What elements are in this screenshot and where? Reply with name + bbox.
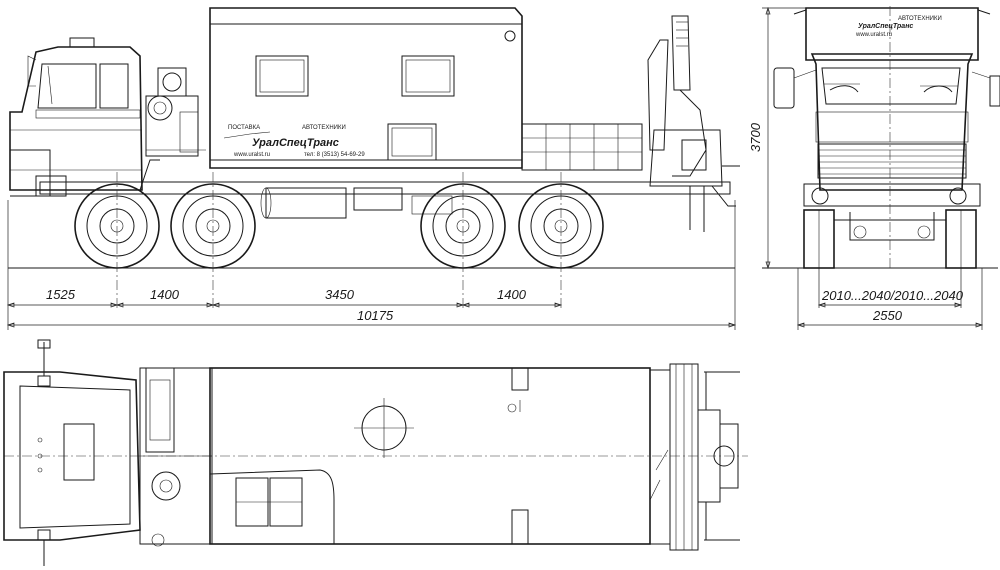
phone-label: тел: 8 (3513) 54-69-29 (304, 152, 365, 158)
dim-height: 3700 (748, 122, 763, 152)
rear-platform (521, 123, 643, 171)
front-company-name: УралСпецТранс (858, 23, 913, 30)
pump-unit-top (139, 367, 213, 547)
company-name: УралСпецТранс (252, 137, 339, 149)
website-label: www.uralst.ru (233, 152, 270, 158)
dim-front-overhang: 1525 (46, 287, 76, 302)
chassis-frame (39, 181, 731, 219)
dim-axle-gap-front: 1400 (150, 287, 180, 302)
cab-top (3, 339, 141, 566)
crane-top (649, 363, 740, 551)
van-body-side (209, 7, 523, 169)
supplier-label: ПОСТАВКА (228, 125, 260, 131)
side-dimensions: 1525 1400 3450 1400 10175 (6, 200, 737, 330)
dim-width: 2550 (872, 308, 903, 323)
side-view: ПОСТАВКА АВТОТЕХНИКИ УралСпецТранс www.u… (8, 7, 740, 310)
front-product-label: АВТОТЕХНИКИ (898, 16, 942, 22)
dim-wheelbase: 3450 (325, 287, 355, 302)
body-branding: ПОСТАВКА АВТОТЕХНИКИ УралСпецТранс www.u… (223, 125, 365, 158)
pump-unit (145, 67, 206, 157)
product-label: АВТОТЕХНИКИ (302, 125, 346, 131)
dim-track: 2010...2040/2010...2040 (821, 288, 964, 303)
front-dimensions: 3700 2010...2040/2010...2040 2550 (748, 6, 984, 330)
front-website: www.uralst.ru (855, 32, 892, 38)
cab-side (9, 37, 160, 197)
dim-total-length: 10175 (357, 308, 394, 323)
dim-axle-gap-rear: 1400 (497, 287, 527, 302)
top-view (3, 339, 748, 566)
front-view: АВТОТЕХНИКИ УралСпецТранс www.uralst.ru (762, 6, 1000, 270)
crane-side (647, 15, 740, 232)
